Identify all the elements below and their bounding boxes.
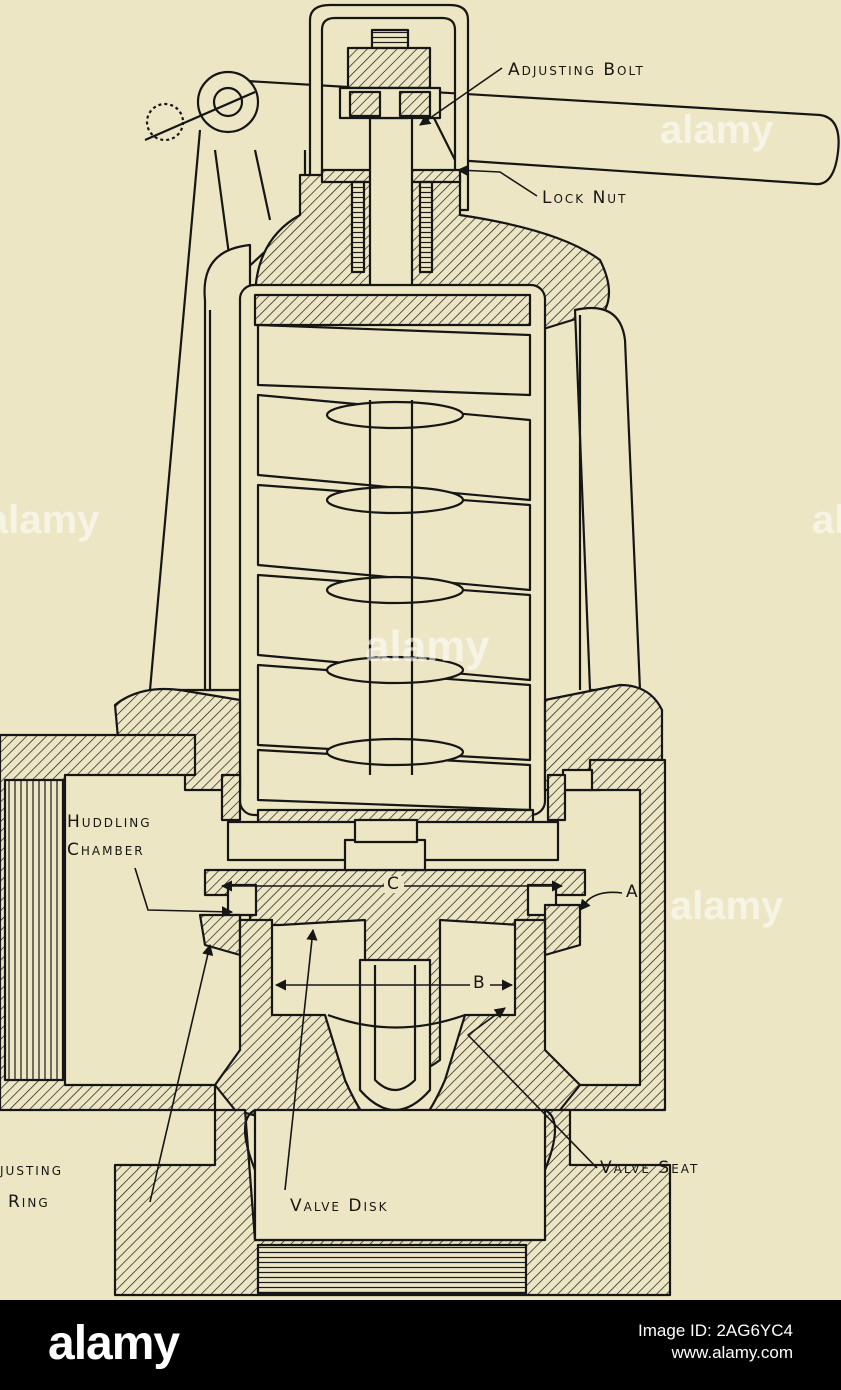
leader-huddling — [134, 867, 234, 918]
leader-valve-seat — [467, 1007, 598, 1169]
footer-bar: alamy Image ID: 2AG6YC4 www.alamy.com — [0, 1300, 841, 1390]
leader-adjusting-bolt — [419, 67, 503, 126]
spring — [256, 323, 532, 812]
label-huddling-chamber-1: Huddling — [67, 812, 152, 832]
label-letter-b: B — [470, 975, 490, 992]
watermark-center: alamy — [365, 622, 490, 671]
inlet-threads — [256, 1243, 528, 1295]
label-adjusting-ring-2: Ring — [8, 1192, 50, 1212]
label-letter-c: C — [384, 876, 404, 893]
leader-lock-nut — [456, 164, 538, 197]
outlet-threads — [3, 778, 65, 1082]
label-adjusting-bolt: Adjusting Bolt — [508, 60, 645, 80]
label-lock-nut: Lock Nut — [542, 188, 628, 208]
label-adjusting-ring-1: justing — [0, 1160, 64, 1180]
leader-valve-disk — [284, 928, 318, 1191]
leader-adjusting-ring — [149, 943, 214, 1203]
label-letter-a: A — [626, 882, 640, 902]
lever-pin — [145, 102, 185, 142]
safety-valve-drawing — [0, 3, 840, 1297]
bolt-nut — [346, 46, 432, 90]
lever-pivot — [196, 70, 260, 134]
watermark-top: alamy — [660, 108, 774, 152]
watermark-left-edge: alamy — [0, 498, 100, 542]
site-url[interactable]: www.alamy.com — [671, 1343, 793, 1363]
footer-info: Image ID: 2AG6YC4 www.alamy.com — [638, 1320, 793, 1364]
label-valve-seat: Valve Seat — [600, 1158, 700, 1178]
diagram-figure: Adjusting Bolt Lock Nut Huddling Chamber… — [0, 3, 841, 1297]
adjusting-ring — [198, 913, 242, 957]
image-id-text: Image ID: 2AG6YC4 — [638, 1321, 793, 1340]
watermark-right: alamy — [670, 884, 784, 928]
watermark-right-edge: alamy — [812, 498, 841, 542]
lever-handle — [229, 78, 840, 186]
label-huddling-chamber-2: Chamber — [67, 840, 145, 860]
label-valve-disk: Valve Disk — [290, 1196, 389, 1216]
leader-a — [579, 891, 623, 911]
footer-logo[interactable]: alamy — [48, 1317, 180, 1370]
